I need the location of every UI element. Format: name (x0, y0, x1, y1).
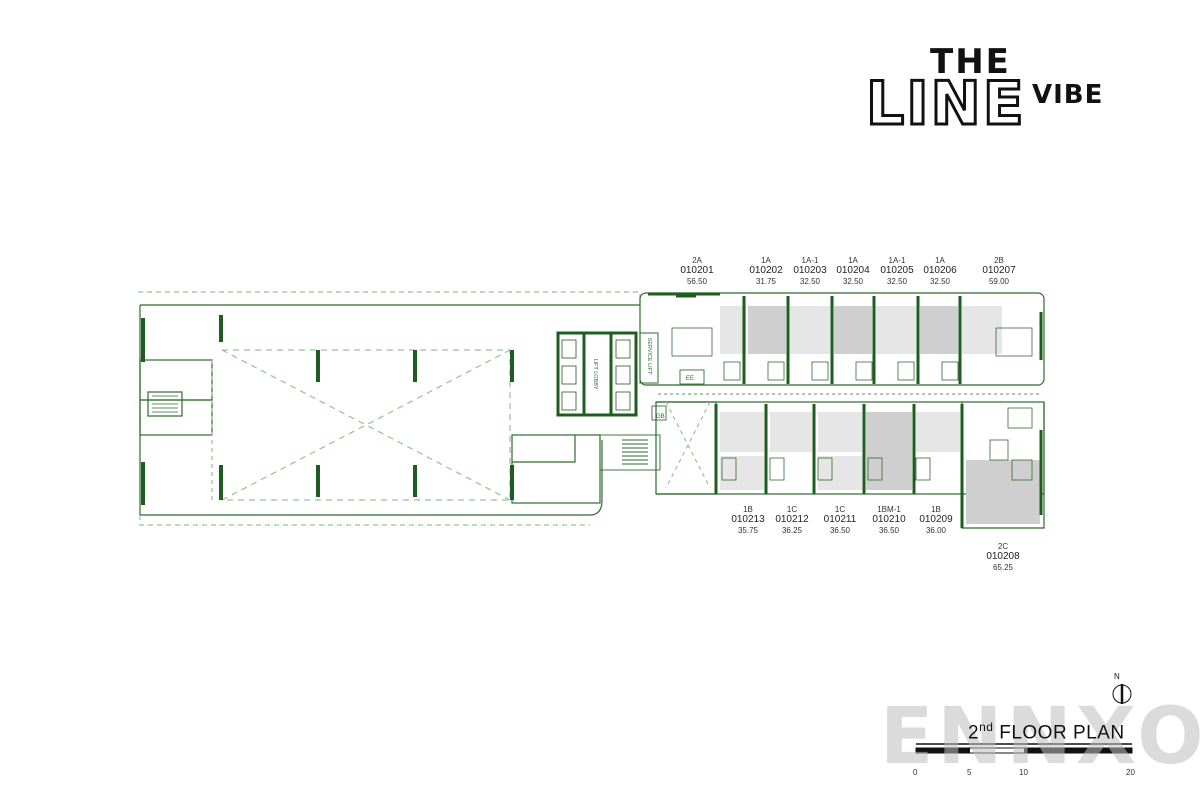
unit-code: 010206 (923, 265, 957, 277)
unit-type: 1A (935, 256, 945, 265)
unit-code: 010210 (872, 514, 906, 526)
unit-area: 36.50 (829, 525, 851, 535)
unit-label-010203: 1A-1 010203 32.50 (780, 256, 840, 286)
unit-code: 010203 (793, 265, 827, 277)
unit-area: 36.50 (878, 525, 900, 535)
label-gb: GB (656, 414, 665, 420)
logo: THE LINE VIBE (860, 40, 1130, 140)
scale-tick-0: 0 (913, 768, 918, 777)
unit-type: 1A (848, 256, 858, 265)
unit-code: 010209 (919, 514, 953, 526)
unit-area: 32.50 (799, 276, 821, 286)
floor-ordinal-suffix: nd (979, 720, 994, 734)
unit-area: 59.00 (988, 276, 1010, 286)
unit-type: 2A (692, 256, 702, 265)
label-ee: EE (686, 376, 694, 382)
label-lift-lobby: LIFT LOBBY (592, 358, 598, 389)
unit-area: 65.25 (992, 562, 1014, 572)
floor-ordinal: 2 (968, 722, 980, 744)
unit-area: 35.75 (737, 525, 759, 535)
unit-area: 36.25 (781, 525, 803, 535)
scale-tick-5: 5 (967, 768, 972, 777)
unit-type: 1B (931, 505, 941, 514)
logo-vibe: VIBE (1032, 80, 1104, 110)
unit-label-010205: 1A-1 010205 32.50 (867, 256, 927, 286)
unit-label-010213: 1B 010213 35.75 (718, 505, 778, 535)
unit-area: 36.00 (925, 525, 947, 535)
unit-label-010209: 1B 010209 36.00 (906, 505, 966, 535)
unit-label-010208: 2C 010208 65.25 (973, 542, 1033, 572)
unit-code: 010201 (680, 265, 714, 277)
scale-tick-20: 20 (1126, 768, 1135, 777)
unit-label-010201: 2A 010201 56.50 (667, 256, 727, 286)
unit-type: 1BM-1 (877, 505, 901, 514)
unit-label-010207: 2B 010207 59.00 (969, 256, 1029, 286)
unit-label-010211: 1C 010211 36.50 (810, 505, 870, 535)
unit-code: 010208 (986, 551, 1020, 563)
floor-title: 2nd FLOOR PLAN (968, 720, 1125, 744)
unit-label-010210: 1BM-1 010210 36.50 (859, 505, 919, 535)
unit-type: 1A-1 (888, 256, 906, 265)
logo-the: THE (930, 42, 1011, 82)
unit-code: 010211 (823, 514, 857, 526)
unit-code: 010212 (775, 514, 809, 526)
watermark: ENNXO (880, 692, 1200, 782)
unit-label-010202: 1A 010202 31.75 (736, 256, 796, 286)
unit-area: 31.75 (755, 276, 777, 286)
unit-label-010212: 1C 010212 36.25 (762, 505, 822, 535)
unit-type: 1A-1 (801, 256, 819, 265)
unit-type: 1B (743, 505, 753, 514)
unit-area: 32.50 (842, 276, 864, 286)
unit-type: 1C (834, 505, 846, 514)
unit-type: 1C (786, 505, 798, 514)
unit-code: 010213 (731, 514, 765, 526)
unit-code: 010207 (982, 265, 1016, 277)
floor-title-rest: FLOOR PLAN (993, 722, 1125, 744)
scale-tick-10: 10 (1019, 768, 1028, 777)
label-service-lift: SERVICE LIFT (646, 338, 652, 376)
unit-code: 010204 (836, 265, 870, 277)
unit-type: 1A (761, 256, 771, 265)
unit-code: 010202 (749, 265, 783, 277)
unit-label-010204: 1A 010204 32.50 (823, 256, 883, 286)
unit-area: 32.50 (886, 276, 908, 286)
unit-area: 56.50 (686, 276, 708, 286)
unit-type: 2B (994, 256, 1004, 265)
logo-line: LINE (865, 69, 1026, 139)
north-arrow-icon: N (1110, 668, 1134, 708)
unit-code: 010205 (880, 265, 914, 277)
unit-type: 2C (997, 542, 1009, 551)
unit-label-010206: 1A 010206 32.50 (910, 256, 970, 286)
unit-area: 32.50 (929, 276, 951, 286)
compass-label: N (1114, 672, 1120, 681)
